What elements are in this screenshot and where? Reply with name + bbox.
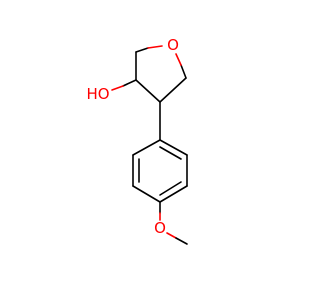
aryl-bond-4 [132, 185, 161, 203]
bond-o1-c5-red [175, 53, 182, 66]
bond-o-ch3 [175, 237, 188, 245]
aryl-double-bond-inner-2 [159, 181, 182, 196]
bond-o1-c2-red [147, 45, 163, 49]
aryl-double-bond-inner-1 [159, 146, 182, 160]
methoxy-oxygen-label: O [154, 219, 166, 237]
tetrahydrofuran-ring [135, 45, 187, 103]
bond-o-ch3-red [166, 232, 177, 239]
hydroxyl-group [111, 79, 137, 91]
ring-oxygen-label: O [167, 36, 179, 54]
aryl-bond-3 [159, 185, 188, 203]
aryl-bond-6 [132, 139, 161, 156]
bond-c3-oh-red [111, 85, 124, 91]
hydroxyl-label: HO [86, 85, 109, 103]
aryl-bond-1 [159, 139, 188, 156]
molecule-structure-diagram: O HO O [86, 36, 188, 245]
bond-c2-o1 [135, 47, 149, 53]
bond-c5-o1 [180, 64, 187, 79]
bond-c3-c4 [135, 79, 161, 103]
bond-c4-c5 [159, 77, 187, 103]
bond-c3-oh [122, 79, 137, 87]
methoxy-group [159, 201, 188, 245]
benzene-ring [132, 139, 188, 203]
